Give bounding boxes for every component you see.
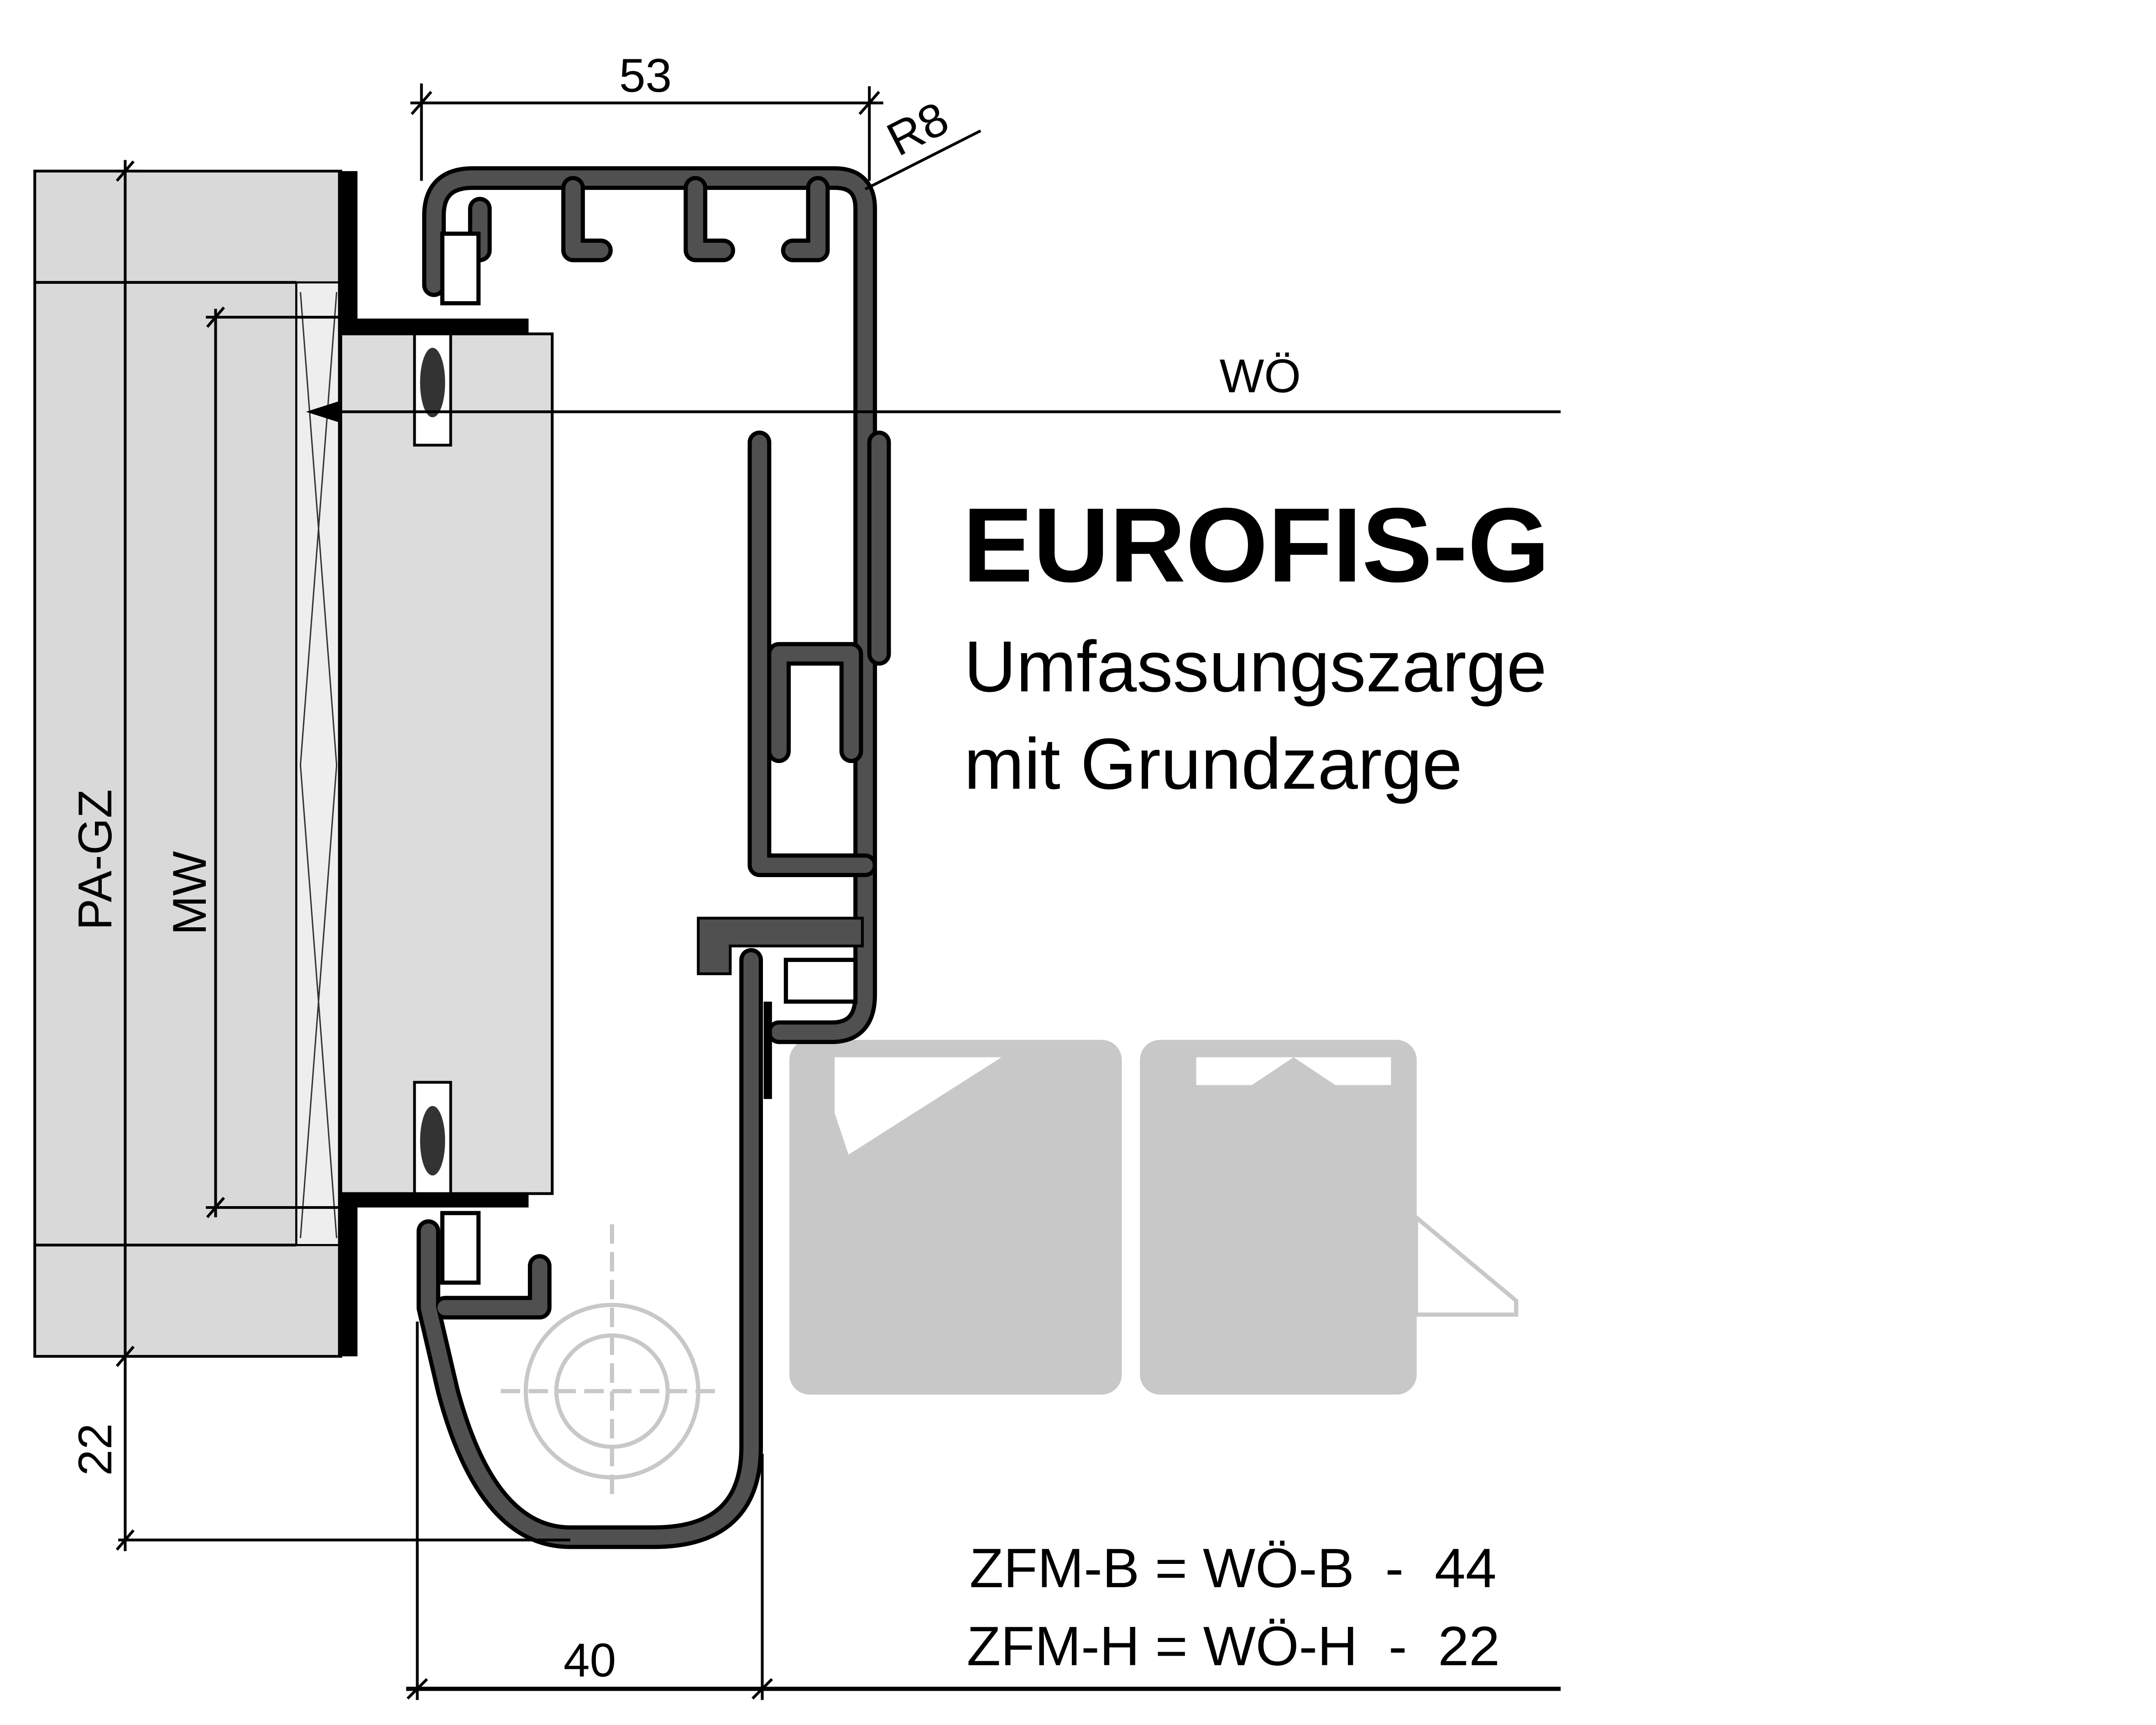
formula-width: ZFM-B = WÖ-B - 44 [970,1537,1497,1599]
dim-mw: MW [163,851,216,935]
dim-top-width: 53 [619,49,672,102]
hinge-ghost [501,1040,1519,1503]
dim-reveal: 22 [68,1423,121,1476]
dimension-lines [35,83,1561,1700]
wall [33,169,358,1358]
label-wo: WÖ [1220,350,1301,402]
formula-height: ZFM-H = WÖ-H - 22 [967,1615,1500,1677]
door-leaf [306,319,554,1208]
dim-pa-gz: PA-GZ [68,789,121,930]
dim-radius: R8 [878,91,956,166]
frame-profile [416,166,891,1549]
subtitle-line-2: mit Grundzarge [964,723,1462,804]
subtitle-line-1: Umfassungszarge [964,626,1547,707]
dim-bottom-width: 40 [564,1633,616,1686]
product-title: EUROFIS-G [962,486,1550,604]
